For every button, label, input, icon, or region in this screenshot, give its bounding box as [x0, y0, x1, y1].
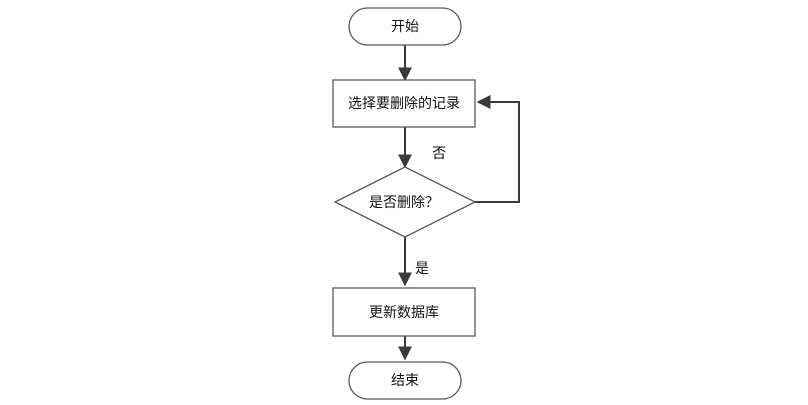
start-node-label: 开始	[391, 19, 419, 35]
end-node-label: 结束	[391, 373, 419, 389]
update-database-node-label: 更新数据库	[369, 305, 439, 321]
select-record-node: 选择要删除的记录	[332, 79, 476, 128]
update-database-node: 更新数据库	[332, 287, 476, 337]
select-record-node-shape	[332, 79, 476, 128]
update-database-node-shape	[332, 287, 476, 337]
decision-node: 是否删除？	[333, 166, 477, 238]
select-record-node-label: 选择要删除的记录	[348, 96, 460, 112]
decision-node-shape	[333, 166, 477, 238]
edge-label-yes: 是	[415, 261, 429, 277]
edge-label-no: 否	[432, 146, 446, 162]
decision-node-label: 是否删除？	[369, 195, 439, 211]
end-node: 结束	[348, 361, 462, 400]
start-node-shape	[348, 7, 462, 46]
edge-decision-loop-back	[475, 95, 520, 203]
start-node: 开始	[348, 7, 462, 46]
end-node-shape	[348, 361, 462, 400]
